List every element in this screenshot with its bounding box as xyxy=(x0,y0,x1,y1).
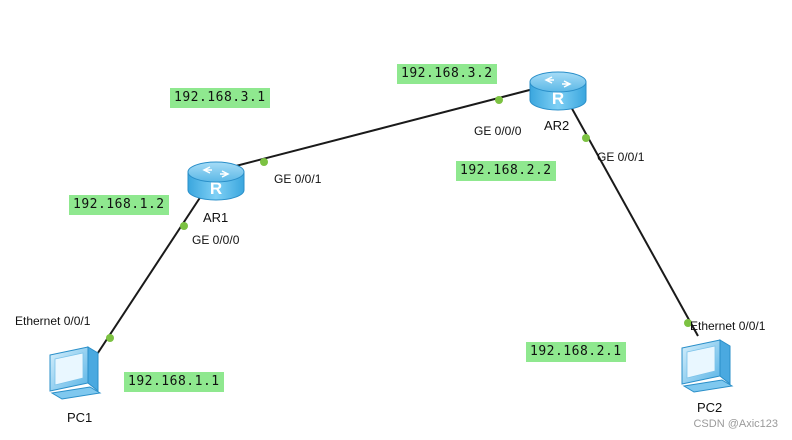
link-ar1-pc1[interactable] xyxy=(87,189,206,369)
link-ar2-pc2[interactable] xyxy=(569,104,699,337)
ip-label-pc1: 192.168.1.1 xyxy=(124,372,224,392)
link-ar1-ar2[interactable] xyxy=(227,85,546,169)
port-dot[interactable] xyxy=(106,334,114,342)
pc-icon[interactable] xyxy=(49,346,102,400)
router-icon[interactable]: R xyxy=(529,71,587,111)
port-dot[interactable] xyxy=(260,158,268,166)
ip-label-pc2: 192.168.2.1 xyxy=(526,342,626,362)
watermark: CSDN @Axic123 xyxy=(693,418,778,430)
svg-text:R: R xyxy=(210,179,222,198)
device-label-pc2: PC2 xyxy=(697,400,723,415)
port-dot[interactable] xyxy=(180,222,188,230)
port-dot[interactable] xyxy=(684,319,692,327)
svg-text:R: R xyxy=(552,89,564,108)
port-label-pc2-eth: Ethernet 0/0/1 xyxy=(690,319,766,333)
ip-label-ar1-ge000: 192.168.1.2 xyxy=(69,195,169,215)
port-dot[interactable] xyxy=(582,134,590,142)
device-label-pc1: PC1 xyxy=(67,410,93,425)
port-label-pc1-eth: Ethernet 0/0/1 xyxy=(15,314,91,328)
port-label-ar2-ge001: GE 0/0/1 xyxy=(597,150,645,164)
port-label-ar2-ge000: GE 0/0/0 xyxy=(474,124,522,138)
ip-label-ar2-ge000: 192.168.3.2 xyxy=(397,64,497,84)
router-icon[interactable]: R xyxy=(187,161,245,201)
port-dot[interactable] xyxy=(495,96,503,104)
device-label-ar1: AR1 xyxy=(203,210,229,225)
port-label-ar1-ge001: GE 0/0/1 xyxy=(274,172,322,186)
pc-icon[interactable] xyxy=(681,339,734,393)
port-label-ar1-ge000: GE 0/0/0 xyxy=(192,233,240,247)
ip-label-ar2-ge001: 192.168.2.2 xyxy=(456,161,556,181)
ip-label-ar1-ge001: 192.168.3.1 xyxy=(170,88,270,108)
device-label-ar2: AR2 xyxy=(544,118,570,133)
